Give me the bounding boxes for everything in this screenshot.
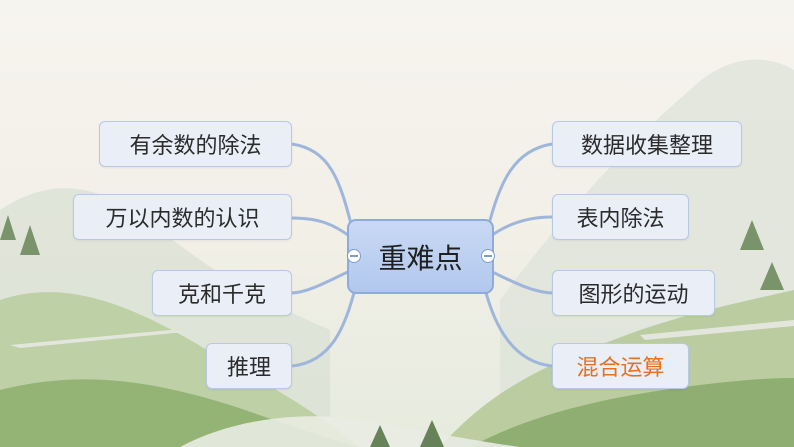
node-right-4[interactable]: 混合运算: [552, 343, 689, 389]
node-left-4[interactable]: 推理: [206, 343, 292, 389]
connector-left-3: [291, 268, 353, 295]
collapse-right-icon[interactable]: [481, 249, 495, 263]
connector-right-3: [487, 268, 553, 295]
collapse-left-icon[interactable]: [347, 249, 361, 263]
node-right-3[interactable]: 图形的运动: [552, 270, 715, 316]
node-right-1[interactable]: 数据收集整理: [552, 121, 742, 167]
connector-right-1: [486, 142, 553, 229]
node-left-3[interactable]: 克和千克: [152, 270, 292, 316]
connector-left-4: [291, 284, 358, 368]
node-left-2[interactable]: 万以内数的认识: [73, 194, 292, 240]
node-right-2[interactable]: 表内除法: [552, 194, 689, 240]
connector-left-2: [291, 216, 353, 240]
connector-left-1: [291, 142, 354, 229]
connector-right-4: [482, 284, 553, 368]
central-topic[interactable]: 重难点: [347, 219, 494, 294]
connector-right-2: [487, 215, 553, 240]
node-left-1[interactable]: 有余数的除法: [99, 121, 292, 167]
